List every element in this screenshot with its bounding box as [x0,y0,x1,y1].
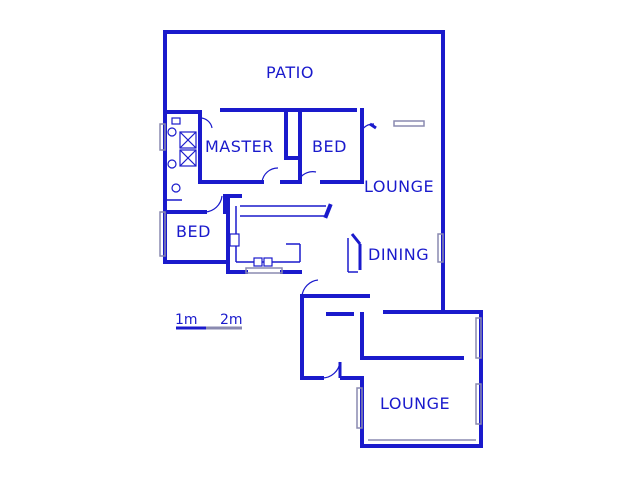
door-swings [199,117,375,379]
windows [159,120,482,441]
toilet-icon-2 [171,183,181,193]
room-label-master: MASTER [205,137,274,156]
scale-label-1m: 1m [175,312,198,328]
room-label-patio: PATIO [266,63,314,82]
sink-icon [253,257,263,267]
scale-label-2m: 2m [220,312,243,328]
interior-walls [163,108,464,360]
room-label-dining: DINING [368,245,430,264]
room-label-lounge-1: LOUNGE [364,177,435,196]
stove-icon [229,233,240,247]
door-leaves [223,122,377,378]
toilet-icon [167,127,177,137]
room-label-bed-1: BED [312,137,347,156]
bathroom-fixtures [167,117,197,193]
basin-icon [167,159,177,169]
room-label-lounge-2: LOUNGE [380,394,451,413]
exterior-walls [163,30,483,448]
room-label-bed-2: BED [176,222,211,241]
sink-icon-2 [263,257,273,267]
kitchen-fixtures [229,233,273,267]
